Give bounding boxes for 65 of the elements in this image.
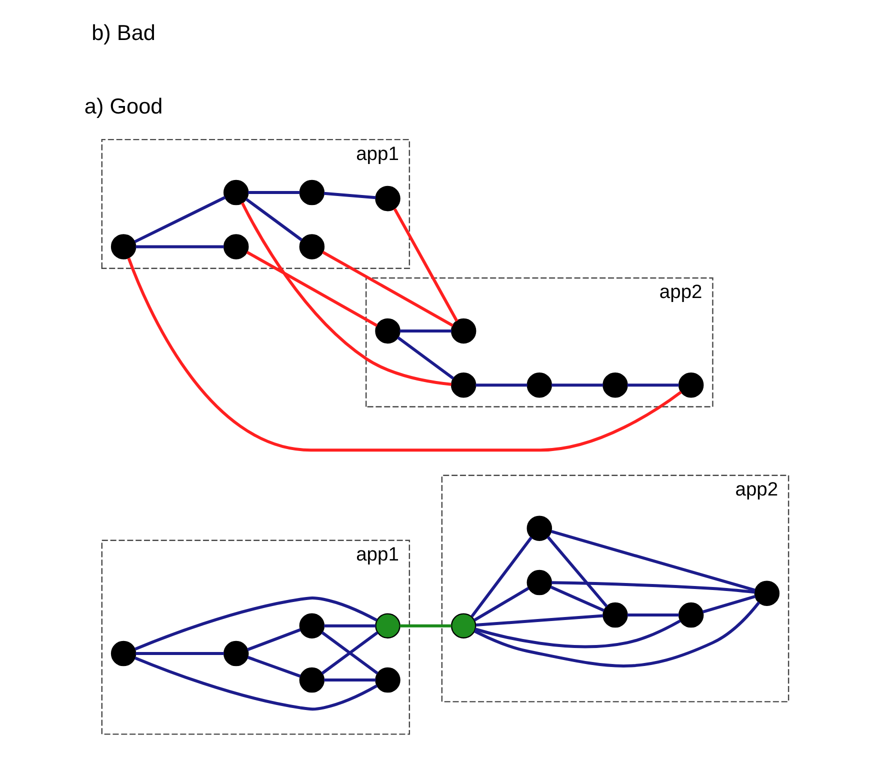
connector xyxy=(134,196,226,244)
connector xyxy=(135,245,224,248)
connector xyxy=(392,208,458,322)
connector xyxy=(134,596,377,650)
connector xyxy=(135,652,224,656)
node-circle xyxy=(678,372,704,398)
connector xyxy=(550,581,754,594)
connector xyxy=(550,530,755,592)
node-circle xyxy=(298,667,324,693)
node-circle xyxy=(526,516,552,541)
node-circle xyxy=(374,186,400,212)
node-circle xyxy=(374,613,400,638)
connector xyxy=(550,384,603,387)
connector xyxy=(702,595,756,614)
connector xyxy=(399,624,451,628)
connector xyxy=(626,614,678,617)
node-circle xyxy=(110,640,136,666)
connector xyxy=(473,602,760,668)
node-circle xyxy=(298,180,324,206)
cluster: app1 xyxy=(100,138,410,269)
node-circle xyxy=(110,234,136,260)
node-circle xyxy=(298,234,324,260)
connector xyxy=(396,336,454,380)
connector xyxy=(399,329,451,332)
connector xyxy=(550,586,604,612)
node-circle xyxy=(526,372,552,398)
node-circle xyxy=(602,372,628,398)
node-circle xyxy=(374,667,400,693)
connector xyxy=(246,628,300,652)
connector xyxy=(546,536,608,608)
node-circle xyxy=(450,613,476,638)
connector xyxy=(626,384,678,387)
node-circle xyxy=(526,570,552,596)
connector xyxy=(244,198,302,242)
connector xyxy=(473,587,529,622)
node-circle xyxy=(678,602,704,628)
label: a) Good xyxy=(84,94,162,119)
node-circle xyxy=(450,318,476,344)
connector xyxy=(320,631,378,675)
cluster: app2 xyxy=(364,277,713,408)
node-circle xyxy=(222,180,248,206)
cluster: app2 xyxy=(440,474,789,702)
connector xyxy=(474,620,680,648)
connector xyxy=(246,250,378,327)
node-circle xyxy=(450,372,476,398)
connector xyxy=(126,258,682,452)
connector xyxy=(323,624,376,628)
connector xyxy=(134,656,378,711)
connector xyxy=(475,614,603,627)
connector xyxy=(323,192,376,200)
node-circle xyxy=(222,234,248,260)
connector xyxy=(322,250,453,327)
connector xyxy=(246,656,300,678)
connector xyxy=(470,536,532,618)
connector xyxy=(475,384,527,387)
node-circle xyxy=(754,580,780,606)
node-circle xyxy=(298,613,324,638)
node-circle xyxy=(222,640,248,666)
connector xyxy=(323,678,376,682)
connector xyxy=(240,202,451,386)
label: b) Bad xyxy=(91,20,155,46)
node-circle xyxy=(374,318,400,344)
connector xyxy=(248,191,300,194)
node-circle xyxy=(602,602,628,628)
cluster: app1 xyxy=(100,540,410,735)
